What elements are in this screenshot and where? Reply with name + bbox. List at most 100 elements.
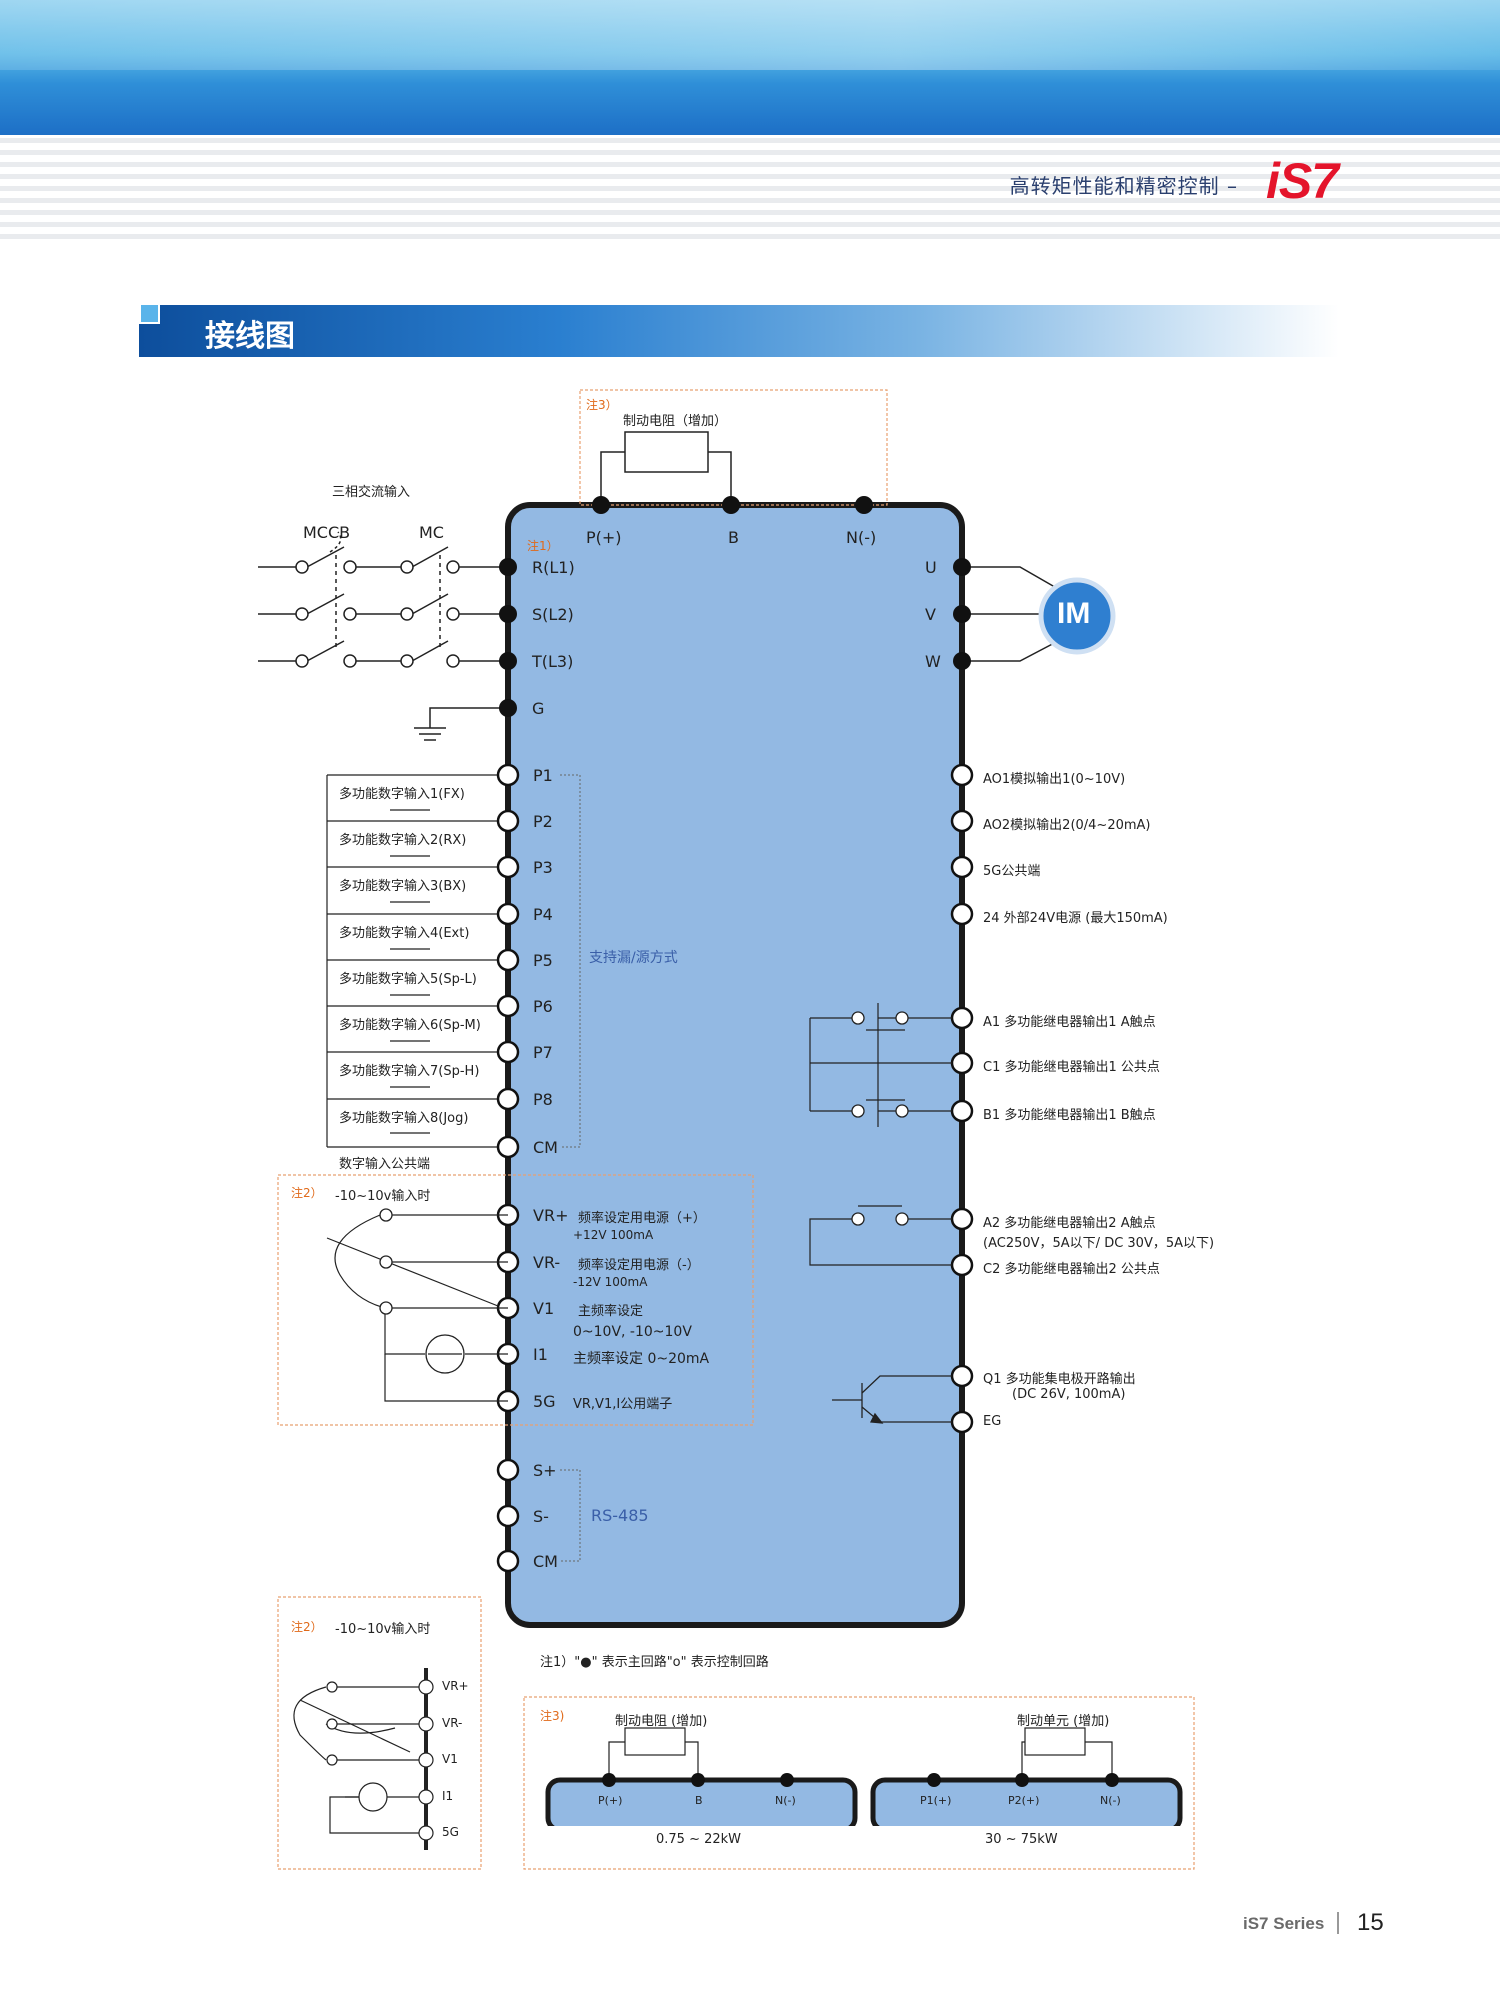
q1-rating: (DC 26V, 100mA) — [1012, 1387, 1126, 1402]
relay1-c-label: C1 多功能继电器输出1 公共点 — [983, 1060, 1160, 1075]
note3-right-unit: 制动单元 (增加) — [1017, 1714, 1110, 1729]
mc-label: MC — [419, 523, 444, 542]
relay2-a-label: A2 多功能继电器输出2 A触点 — [983, 1216, 1156, 1231]
terminal-p6: P6 — [533, 997, 553, 1016]
note3-left-resistor: 制动电阻 (增加) — [615, 1714, 708, 1729]
note3-left-p: P(+) — [598, 1794, 623, 1807]
section-bar — [139, 305, 1339, 357]
terminal-u: U — [925, 558, 937, 577]
q1-label: Q1 多功能集电极开路输出 — [983, 1372, 1136, 1387]
sink-source-label: 支持漏/源方式 — [589, 950, 678, 966]
note3-left-b: B — [695, 1794, 703, 1807]
footer-series: iS7 Series — [1243, 1914, 1325, 1933]
motor-im-icon — [1038, 577, 1116, 655]
header-shine — [0, 0, 1500, 70]
terminal-p3: P3 — [533, 858, 553, 877]
5g-desc: VR,V1,I公用端子 — [573, 1397, 673, 1412]
terminal-5g: 5G — [533, 1392, 556, 1411]
vr-plus-desc: 频率设定用电源（+） — [578, 1211, 706, 1226]
relay2-c-label: C2 多功能继电器输出2 公共点 — [983, 1262, 1160, 1277]
terminal-cm-485: CM — [533, 1552, 558, 1571]
note3-top-tag: 注3） — [586, 398, 618, 412]
i1-desc: 主频率设定 0~20mA — [573, 1351, 710, 1367]
note3-left-n: N(-) — [775, 1794, 796, 1807]
terminal-cm: CM — [533, 1138, 558, 1157]
ao1-label: AO1模拟输出1(0~10V) — [983, 772, 1126, 787]
terminal-s-minus: S- — [533, 1507, 549, 1526]
header-band — [0, 0, 1500, 135]
relay1-a-label: A1 多功能继电器输出1 A触点 — [983, 1015, 1156, 1030]
din-label-4: 多功能数字输入4(Ext) — [339, 926, 470, 941]
note3-bottom-tag: 注3) — [540, 1709, 565, 1723]
note2-side-tag: 注2） — [291, 1620, 323, 1634]
footer-separator — [1337, 1912, 1339, 1934]
side-v1: V1 — [442, 1752, 458, 1766]
terminal-s: S(L2) — [532, 605, 574, 624]
motor-label: IM — [1057, 597, 1091, 630]
terminal-p7: P7 — [533, 1043, 553, 1062]
din-label-7: 多功能数字输入7(Sp-H) — [339, 1064, 480, 1079]
din-label-6: 多功能数字输入6(Sp-M) — [339, 1018, 481, 1033]
brand-logo: iS7 — [1265, 153, 1339, 209]
note3-right-p2: P2(+) — [1008, 1794, 1040, 1807]
terminal-v: V — [925, 605, 936, 624]
terminal-s-plus: S+ — [533, 1461, 557, 1480]
note3-left-range: 0.75 ~ 22kW — [656, 1832, 742, 1847]
terminal-g: G — [532, 699, 545, 718]
note1-text: 注1）"●" 表示主回路"o" 表示控制回路 — [540, 1655, 769, 1670]
note2-main-tag: 注2） — [291, 1186, 323, 1200]
terminal-b: B — [728, 528, 739, 547]
header-stripes — [0, 138, 1500, 243]
note1-tag: 注1） — [527, 539, 559, 553]
brake-resistor-label: 制动电阻（增加） — [623, 414, 728, 429]
eg-label: EG — [983, 1414, 1002, 1429]
drive-panel — [505, 502, 965, 1628]
side-i1: I1 — [442, 1789, 454, 1803]
side-5g: 5G — [442, 1825, 459, 1839]
terminal-vr-minus: VR- — [533, 1253, 561, 1272]
mccb-label: MCCB — [303, 523, 351, 542]
ao2-label: AO2模拟输出2(0/4~20mA) — [983, 818, 1151, 833]
terminal-r: R(L1) — [532, 558, 575, 577]
vr-minus-desc: 频率设定用电源（-） — [578, 1258, 700, 1273]
p24-label: 24 外部24V电源 (最大150mA) — [983, 911, 1168, 926]
v1-desc: 主频率设定 — [578, 1304, 644, 1319]
din-label-5: 多功能数字输入5(Sp-L) — [339, 972, 477, 987]
note2-side-box — [277, 1596, 482, 1870]
note3-bottom-box — [523, 1696, 1195, 1870]
din-label-8: 多功能数字输入8(Jog) — [339, 1111, 469, 1126]
section-title: 接线图 — [205, 319, 295, 354]
din-common-label: 数字输入公共端 — [339, 1157, 431, 1172]
v1-sub: 0~10V, -10~10V — [573, 1324, 692, 1340]
note3-right-range: 30 ~ 75kW — [985, 1832, 1058, 1847]
side-vr-minus: VR- — [442, 1716, 463, 1730]
side-vr-plus: VR+ — [442, 1679, 469, 1693]
din-label-3: 多功能数字输入3(BX) — [339, 879, 467, 894]
terminal-i1: I1 — [533, 1345, 548, 1364]
din-label-2: 多功能数字输入2(RX) — [339, 833, 467, 848]
note3-right-n: N(-) — [1100, 1794, 1121, 1807]
din-label-1: 多功能数字输入1(FX) — [339, 787, 465, 802]
rs485-label: RS-485 — [591, 1506, 649, 1525]
note2-main-box — [277, 1174, 754, 1426]
terminal-t: T(L3) — [532, 652, 574, 671]
terminal-n-minus: N(-) — [846, 528, 877, 547]
terminal-p5: P5 — [533, 951, 553, 970]
section-marker-icon — [139, 303, 160, 324]
header-tagline: 高转矩性能和精密控制 – — [1009, 174, 1238, 198]
vr-plus-sub: +12V 100mA — [573, 1228, 654, 1242]
note3-right-p1: P1(+) — [920, 1794, 952, 1807]
relay2-rating: (AC250V，5A以下/ DC 30V，5A以下) — [983, 1236, 1215, 1251]
terminal-p8: P8 — [533, 1090, 553, 1109]
terminal-v1: V1 — [533, 1299, 555, 1318]
relay1-b-label: B1 多功能继电器输出1 B触点 — [983, 1108, 1156, 1123]
note2-main-title: -10~10v输入时 — [335, 1189, 431, 1204]
brake-resistor — [624, 431, 709, 473]
vr-minus-sub: -12V 100mA — [573, 1275, 648, 1289]
terminal-w: W — [925, 652, 941, 671]
power-input-title: 三相交流输入 — [332, 485, 411, 500]
note2-side-title: -10~10v输入时 — [335, 1622, 431, 1637]
terminal-vr-plus: VR+ — [533, 1206, 569, 1225]
terminal-p4: P4 — [533, 905, 553, 924]
